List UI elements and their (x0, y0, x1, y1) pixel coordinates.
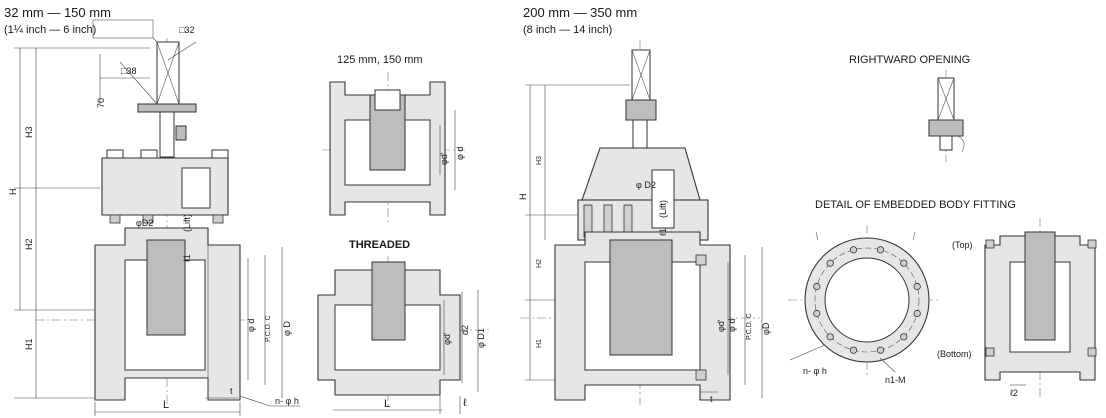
large-dim-t: t (710, 394, 713, 404)
large-dim-phi-d-prime: φd' (716, 319, 726, 332)
bolt-hole (826, 333, 834, 341)
embedded-title: DETAIL OF EMBEDDED BODY FITTING (815, 199, 1016, 211)
threaded-dim-phi-D1: φ D1 (476, 328, 486, 348)
bolt-hole (913, 309, 921, 318)
small-dim-t: t (230, 386, 233, 396)
embedded-ell2: ℓ2 (1010, 388, 1018, 398)
small-dim-pcd: P.C.D. C (265, 315, 272, 342)
bolt-hole (826, 259, 834, 267)
v125-dim-phi-d-prime: φd' (439, 152, 449, 165)
small-dim-h: H (8, 189, 18, 196)
embedded-fitting-view: DETAIL OF EMBEDDED BODY FITTING n- φ h n… (788, 199, 1097, 400)
large-dim-h1: H1 (536, 339, 543, 348)
large-dim-h3: H3 (536, 156, 543, 165)
threaded-dim-L: L (384, 398, 390, 410)
bolt-hole (900, 259, 908, 267)
large-dim-phi-d2: φ D2 (636, 180, 656, 190)
view-125-150-title: 125 mm, 150 mm (337, 54, 423, 66)
embedded-bolt-holes: n- φ h (803, 366, 827, 376)
bolt-hole (900, 333, 908, 341)
small-dim-phi-d: φ d (246, 319, 256, 332)
large-dim-pcd: P.C.D. C (746, 313, 753, 340)
v125-dim-phi-d: φ d (455, 147, 465, 160)
small-square-mid: □38 (121, 66, 136, 76)
rightward-title: RIGHTWARD OPENING (849, 54, 970, 66)
large-dim-phi-d: φ d (727, 319, 737, 332)
small-dim-lift: (Lift) (182, 214, 192, 232)
bolt-hole (813, 282, 821, 291)
large-size-range: 200 mm — 350 mm (523, 5, 637, 20)
small-dim-70: 70 (96, 98, 106, 108)
threaded-dim-ell: ℓ (463, 397, 467, 409)
bolt-hole (849, 346, 858, 354)
small-dim-h3: H3 (24, 126, 34, 138)
small-dim-h2: H2 (24, 238, 34, 250)
view-125-150: 125 mm, 150 mm φd' φ d (322, 54, 465, 222)
bolt-hole (813, 309, 821, 318)
small-valve-view: □32 □38 70 H3 H H2 H1 φD2 (Lift) ℓ1 φ d … (8, 19, 300, 416)
bolt-hole (876, 346, 885, 354)
large-size-range-inch: (8 inch — 14 inch) (523, 24, 612, 36)
small-dim-bolt-holes: n- φ h (275, 396, 299, 406)
large-dim-l1: ℓ1 (658, 228, 668, 236)
small-size-range-inch: (1¼ inch — 6 inch) (4, 24, 96, 36)
bolt-hole (876, 246, 885, 254)
large-dim-h: H (518, 194, 528, 201)
large-dim-lift: (Lift) (658, 200, 668, 218)
small-dim-l1: ℓ1 (182, 254, 192, 262)
small-dim-phi-d2: φD2 (136, 218, 153, 228)
threaded-dim-phi-d-prime: φd' (442, 332, 452, 345)
embedded-top-label: (Top) (952, 240, 973, 250)
bolt-hole-ring (813, 246, 921, 354)
small-dim-phi-D: φ D (282, 321, 292, 336)
embedded-bottom-label: (Bottom) (937, 349, 972, 359)
small-size-range: 32 mm — 150 mm (4, 5, 111, 20)
small-dim-h1: H1 (24, 338, 34, 350)
bolt-hole (849, 246, 858, 254)
view-threaded-title: THREADED (349, 239, 410, 251)
small-square-top: □32 (179, 25, 194, 35)
embedded-taps: n1-M (885, 375, 906, 385)
view-threaded: THREADED φd' d2 φ D1 L ℓ (317, 239, 490, 414)
small-dim-L: L (163, 399, 169, 411)
large-valve-view: H3 H H2 H1 φ D2 (Lift) ℓ1 φd' φ d P.C.D.… (518, 40, 771, 405)
large-dim-phi-D: φD (761, 322, 771, 335)
bolt-hole (913, 282, 921, 291)
rightward-opening-view: RIGHTWARD OPENING (849, 54, 970, 162)
large-dim-h2: H2 (536, 259, 543, 268)
threaded-dim-d2: d2 (460, 325, 470, 335)
